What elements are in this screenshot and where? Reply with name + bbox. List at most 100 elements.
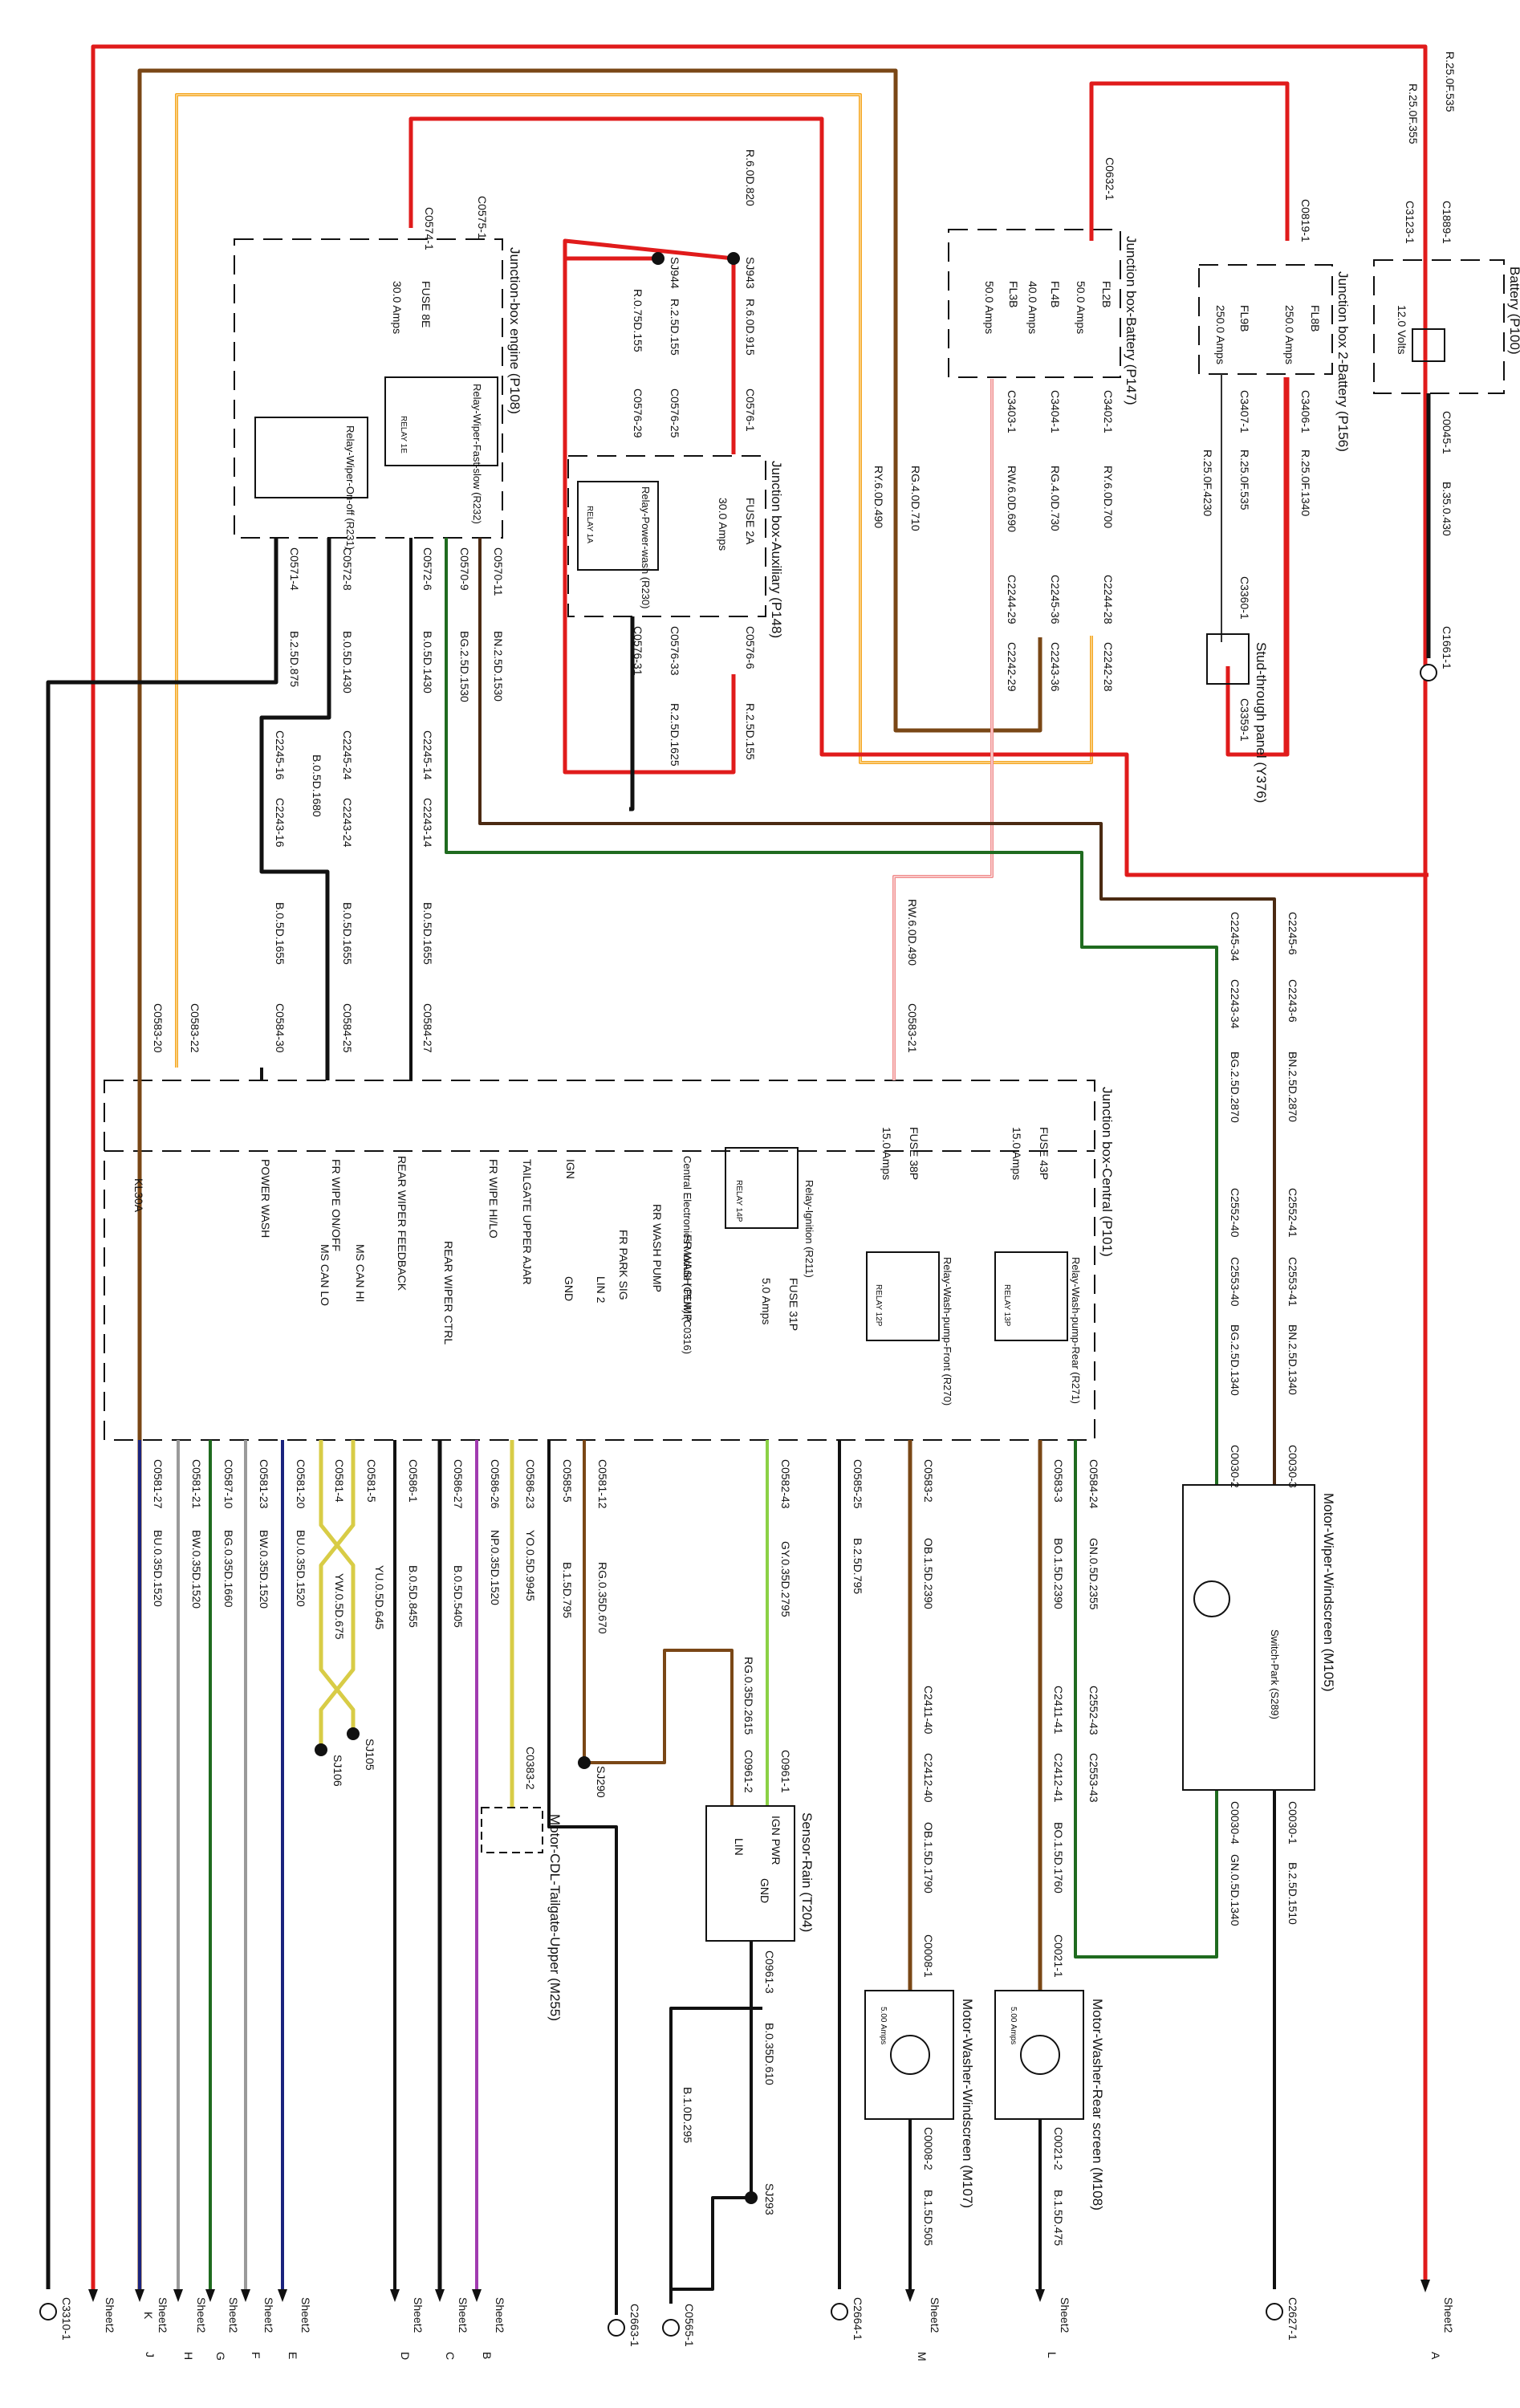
lbl-b05-1655a: B.0.5D.1655	[274, 902, 287, 965]
term-sheet2-e: Sheet2	[299, 2297, 312, 2333]
relay-tag-14p: RELAY 14P	[734, 1180, 743, 1222]
relay-r270-label: Relay-Wash-pump-Front (R270)	[941, 1257, 953, 1405]
fuse-38p: FUSE 38P	[908, 1127, 921, 1180]
lbl-c0584-25: C0584-25	[341, 1003, 354, 1053]
lbl-c0582-43: C0582-43	[779, 1459, 792, 1509]
wire-pink-inner	[893, 379, 993, 1080]
lbl-c2412-41: C2412-41	[1052, 1753, 1065, 1803]
term-a: A	[1429, 2352, 1442, 2360]
lbl-c0570-11: C0570-11	[492, 547, 505, 596]
lbl-bg25-1340: BG.2.5D.1340	[1229, 1324, 1242, 1396]
lbl-c2243-24: C2243-24	[341, 798, 354, 848]
washer-rear-box	[994, 1990, 1084, 2120]
lbl-c2411-40: C2411-40	[922, 1686, 935, 1735]
fuse-labels: FUSE 8E 30.0 Amps FUSE 2A 30.0 Amps FL2B…	[391, 281, 1408, 1331]
lbl-c0586-23: C0586-23	[524, 1459, 537, 1509]
terminal-c2663	[608, 2319, 625, 2337]
pin-gnd: GND	[563, 1276, 575, 1301]
battery-jb-box	[948, 229, 1121, 378]
lbl-c0576-31: C0576-31	[632, 626, 644, 676]
wire-yellow-twist-b	[319, 1440, 356, 1734]
box-titles: Junction-box engine (P108) Junction box-…	[507, 236, 1520, 2211]
arrow-b	[472, 2289, 482, 2302]
fuse-2a-amps: 30.0 Amps	[717, 498, 730, 551]
lbl-c0581-21: C0581-21	[190, 1459, 203, 1509]
arrow-e	[278, 2289, 287, 2302]
components	[254, 328, 1445, 2120]
lbl-c2243-34: C2243-34	[1229, 979, 1242, 1029]
lbl-b05-1680: B.0.5D.1680	[311, 755, 323, 817]
term-sheet2-l: Sheet2	[1059, 2297, 1071, 2333]
fuse-fl4b-amps: 40.0 Amps	[1026, 281, 1039, 334]
term-c: C	[444, 2352, 457, 2360]
lbl-sj293: SJ293	[763, 2183, 776, 2215]
engine-box	[234, 238, 503, 539]
term-c2663: C2663-1	[628, 2304, 641, 2347]
lbl-b1-295: B.1.0D.295	[681, 2087, 694, 2143]
lbl-c0581-4: C0581-4	[333, 1459, 346, 1503]
pin-fr-wipe-hilo: FR WIPE HI/LO	[487, 1159, 500, 1239]
lbl-c0570-9: C0570-9	[458, 547, 471, 591]
lbl-c3406: C3406-1	[1299, 390, 1312, 433]
battery2-box	[1198, 264, 1333, 375]
fuse-fl9b: FL9B	[1238, 305, 1251, 332]
lbl-c3360: C3360-1	[1238, 576, 1251, 620]
washer-front-title: Motor-Washer-Windscreen (M107)	[960, 1999, 975, 2208]
lbl-c0585-25: C0585-25	[851, 1459, 864, 1509]
pin-tailgate: TAILGATE UPPER AJAR	[521, 1159, 534, 1285]
pin-fr-wash-pump: FR WASH PUMP	[681, 1235, 694, 1321]
arrow-heads	[88, 2280, 1430, 2302]
lbl-c0585-5: C0585-5	[561, 1459, 574, 1503]
relay-tag-12p: RELAY 12P	[874, 1284, 883, 1327]
arrow-l	[1035, 2289, 1045, 2302]
fuse-fl9b-amps: 250.0 Amps	[1214, 305, 1227, 364]
relay-r232-icon	[384, 376, 498, 466]
pin-fr-wipe-onoff: FR WIPE ON/OFF	[330, 1159, 343, 1251]
wire-green-bottom	[1074, 1440, 1218, 1959]
wire-green	[445, 538, 1218, 1485]
lbl-r6-820: R.6.0D.820	[744, 149, 757, 206]
pin-lin2: LIN 2	[595, 1276, 608, 1304]
lbl-sj944: SJ944	[669, 257, 681, 289]
wiper-motor-title: Motor-Wiper-Windscreen (M105)	[1321, 1493, 1336, 1692]
relay-r231-icon	[254, 417, 368, 498]
lbl-sj106: SJ106	[331, 1755, 344, 1787]
lbl-rg035-2615: RG.0.35D.2615	[742, 1657, 755, 1735]
lbl-c0030-4: C0030-4	[1229, 1801, 1242, 1845]
lbl-r25-355: R.25.0F.355	[1407, 83, 1420, 144]
lbl-b05-1430b: B.0.5D.1430	[421, 631, 434, 694]
stud-panel-icon	[1206, 633, 1250, 685]
lbl-rg4-710: RG.4.0D.710	[909, 466, 922, 531]
lbl-bn25-1530: BN.2.5D.1530	[492, 631, 505, 702]
lbl-c0584-30: C0584-30	[274, 1003, 287, 1053]
lbl-yu05-645: YU.0.5D.645	[373, 1565, 386, 1629]
lbl-rg4-730: RG.4.0D.730	[1049, 466, 1062, 531]
pin-kl30a: KL30A	[132, 1178, 145, 1213]
cdl-title: Motor-CDL-Tailgate-Upper (M255)	[547, 1814, 563, 2021]
sj106-dot	[315, 1743, 327, 1756]
sj943-dot	[727, 252, 740, 265]
fuse-31p: FUSE 31P	[787, 1278, 800, 1331]
lbl-c0021-2: C0021-2	[1052, 2127, 1065, 2170]
lbl-c0587-10: C0587-10	[222, 1459, 235, 1509]
terminal-c2627	[1266, 2303, 1283, 2321]
lbl-c0575: C0575-1	[476, 196, 489, 239]
fuse-fl4b: FL4B	[1049, 281, 1062, 307]
relay-r232-label: Relay-Wiper-Fast-slow (R232)	[471, 384, 483, 524]
relay-tag-13p: RELAY 13P	[1002, 1284, 1011, 1327]
lbl-c2245-16: C2245-16	[274, 730, 287, 780]
term-sheet2-c: Sheet2	[457, 2297, 469, 2333]
wire-orange-inner	[176, 94, 1092, 1068]
relay-tag-1e: RELAY 1E	[399, 416, 408, 454]
lbl-c0961-3: C0961-3	[763, 1950, 776, 1994]
fuse-fl2b-amps: 50.0 Amps	[1075, 281, 1087, 334]
lbl-c3123: C3123-1	[1404, 201, 1416, 244]
wire-orange	[175, 93, 1093, 1068]
term-g: G	[214, 2352, 227, 2361]
junction-box-outlines	[104, 229, 1505, 1441]
battery-icon	[1412, 328, 1445, 362]
auxiliary-title: Junction box-Auxiliary (P148)	[769, 461, 784, 638]
terminal-c0565	[662, 2319, 680, 2337]
lbl-b05-8455: B.0.5D.8455	[407, 1565, 420, 1628]
battery-box	[1373, 259, 1505, 394]
